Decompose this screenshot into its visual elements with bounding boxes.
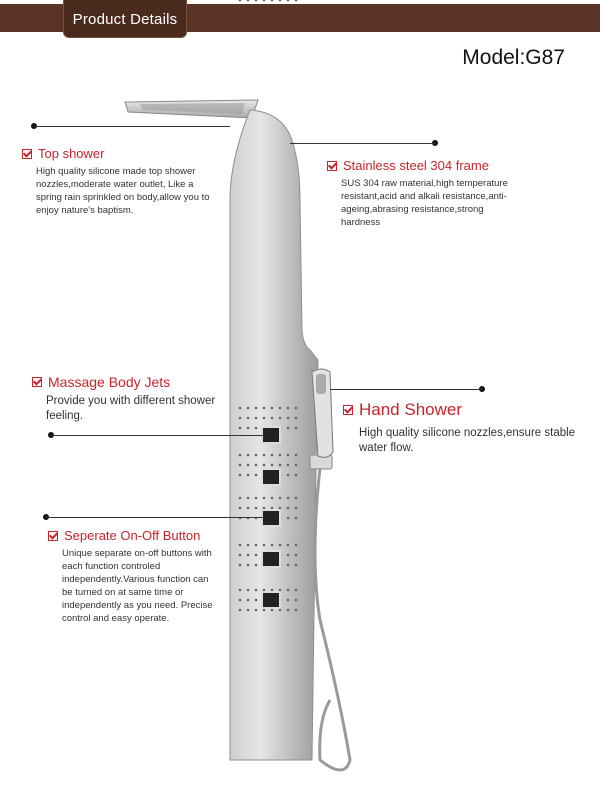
page-title: Product Details bbox=[72, 11, 178, 28]
callout-line-onoff bbox=[46, 517, 264, 518]
feature-desc: SUS 304 raw material,high temperature re… bbox=[341, 178, 508, 228]
feature-steel-frame: Stainless steel 304 frame SUS 304 raw ma… bbox=[327, 158, 522, 229]
top-shower-nozzles bbox=[140, 103, 245, 114]
feature-title: Top shower bbox=[38, 146, 105, 161]
feature-desc: Provide you with different shower feelin… bbox=[46, 395, 216, 422]
onoff-buttons bbox=[261, 426, 281, 609]
checkbox-icon bbox=[48, 530, 58, 541]
feature-title: Massage Body Jets bbox=[48, 374, 171, 390]
hose bbox=[313, 467, 352, 772]
header-tab: Product Details bbox=[63, 0, 187, 38]
model-label: Model:G87 bbox=[462, 46, 565, 69]
checkbox-icon bbox=[343, 405, 353, 415]
feature-onoff-button: Seperate On-Off Button Unique separate o… bbox=[48, 528, 218, 625]
checkbox-icon bbox=[22, 148, 32, 159]
callout-line-hand-shower bbox=[330, 389, 482, 390]
callout-line-massage-jets bbox=[51, 435, 264, 436]
feature-title: Stainless steel 304 frame bbox=[343, 158, 489, 173]
feature-hand-shower: Hand Shower High quality silicone nozzle… bbox=[343, 400, 593, 456]
massage-jets-grid bbox=[238, 0, 298, 2]
callout-dot-steel-frame bbox=[432, 140, 438, 146]
feature-title: Seperate On-Off Button bbox=[64, 528, 201, 543]
callout-line-top-shower bbox=[34, 126, 230, 127]
feature-desc: High quality silicone made top shower no… bbox=[36, 166, 210, 216]
callout-dot-hand-shower bbox=[479, 386, 485, 392]
checkbox-icon bbox=[327, 160, 337, 171]
callout-line-steel-frame bbox=[290, 143, 435, 144]
feature-desc: High quality silicone nozzles,ensure sta… bbox=[359, 427, 576, 454]
feature-title: Hand Shower bbox=[359, 400, 463, 419]
checkbox-icon bbox=[32, 377, 42, 387]
feature-desc: Unique separate on-off buttons with each… bbox=[62, 548, 213, 624]
feature-top-shower: Top shower High quality silicone made to… bbox=[22, 146, 212, 217]
feature-massage-jets: Massage Body Jets Provide you with diffe… bbox=[32, 374, 232, 424]
hand-shower-nozzle bbox=[316, 374, 326, 394]
